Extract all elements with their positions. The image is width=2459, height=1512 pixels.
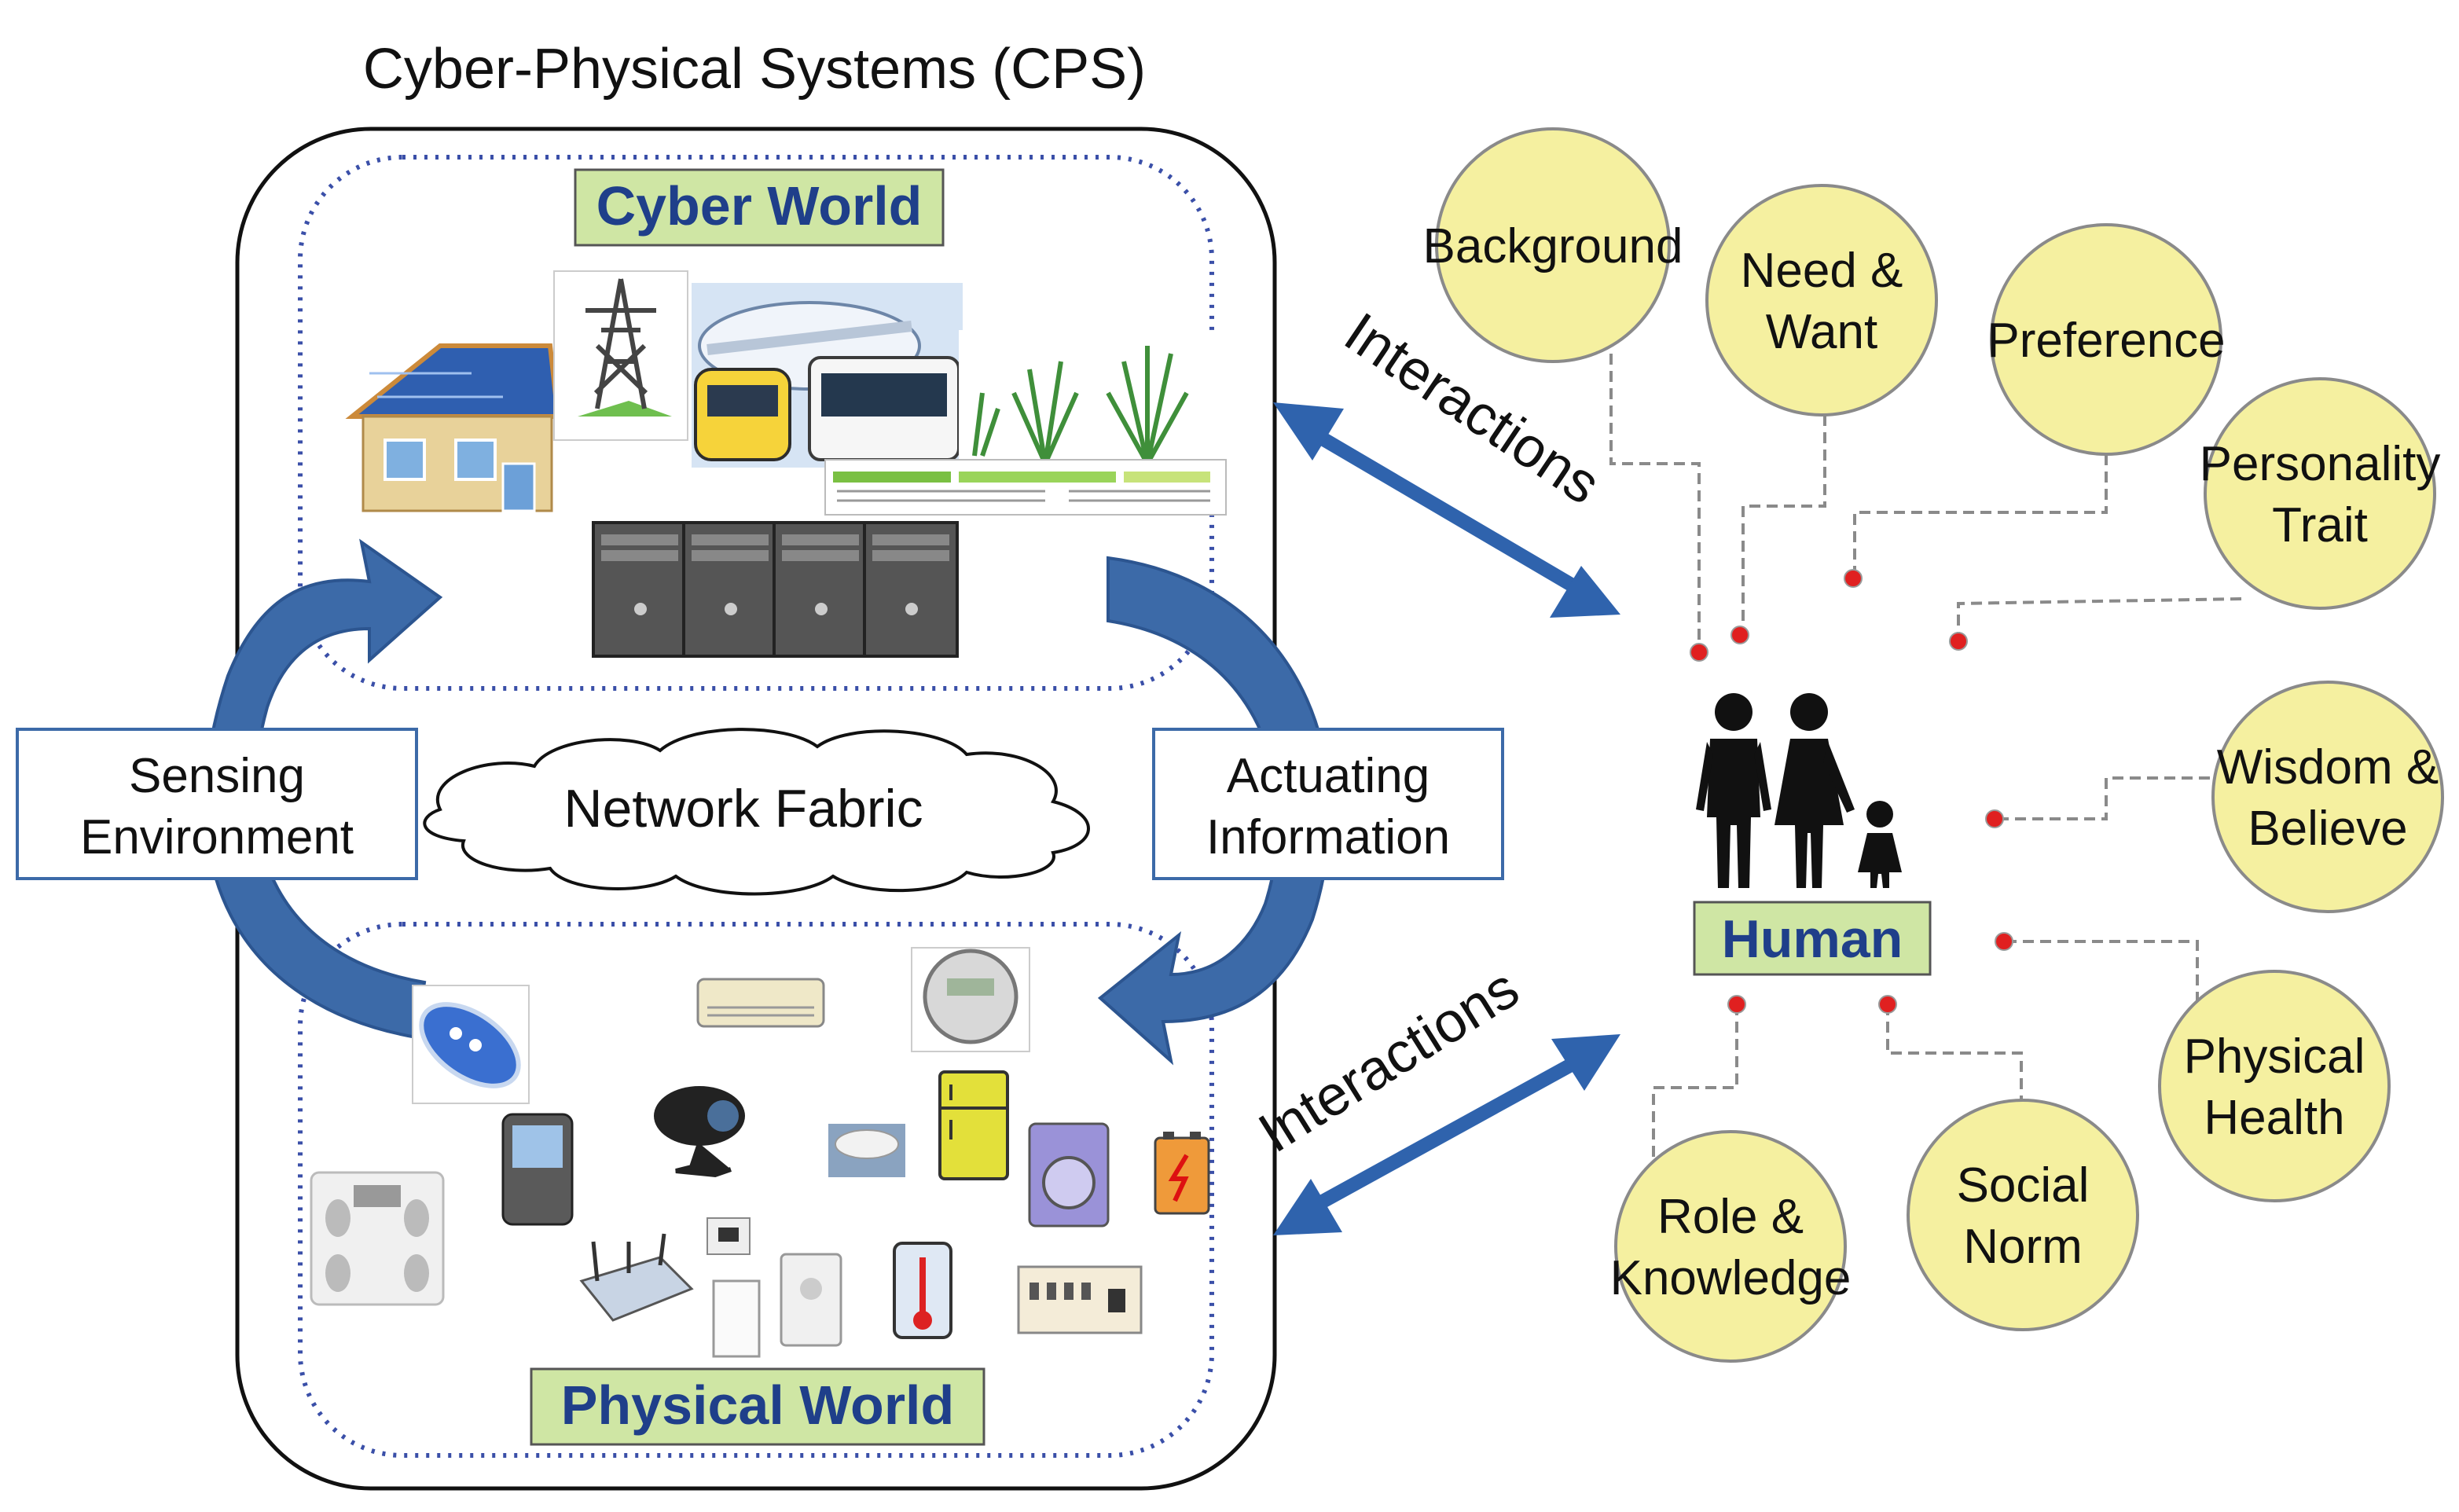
factor-label: Social <box>1957 1158 2090 1213</box>
factor-label: Wisdom & <box>2217 740 2439 795</box>
factor-label: Role & <box>1657 1190 1804 1244</box>
factor-circle <box>1435 127 1671 363</box>
factor-preference: Preference <box>1987 223 2226 456</box>
sensing-environment-box: Sensing Environment <box>16 728 418 880</box>
factor-circle <box>2204 377 2436 610</box>
sensing-line1: Sensing <box>129 749 305 803</box>
factor-need-want: Need & Want <box>1705 184 1938 417</box>
factor-label: Want <box>1766 305 1877 359</box>
webcam-icon <box>654 1086 745 1178</box>
network-fabric-text: Network Fabric <box>563 779 923 839</box>
connector-dots <box>1690 569 2013 1014</box>
cyber-world-text: Cyber World <box>596 175 923 237</box>
washer-icon <box>1028 1122 1110 1228</box>
electric-meter-icon <box>911 947 1030 1052</box>
power-tower-icon <box>553 270 688 441</box>
factor-label: Background <box>1423 219 1683 273</box>
diagram-title: Cyber-Physical Systems (CPS) <box>363 38 1146 101</box>
server-icon <box>592 521 959 658</box>
factor-label: Health <box>2204 1091 2344 1145</box>
sensing-line2: Environment <box>80 810 354 864</box>
smoke-detector-icon <box>828 1124 905 1177</box>
factor-label: Trait <box>2272 498 2368 552</box>
human-label: Human <box>1693 901 1932 976</box>
factor-circle <box>1614 1130 1847 1363</box>
factor-label: Personality <box>2200 437 2441 491</box>
interactions-bottom-label: Interactions <box>1248 956 1529 1165</box>
physical-world-region <box>298 922 1214 1458</box>
outlet-icon <box>707 1217 751 1255</box>
phone-icon <box>501 1113 574 1226</box>
physical-world-label: Physical World <box>530 1367 985 1446</box>
factor-label: Norm <box>1963 1220 2083 1274</box>
factor-label: Need & <box>1741 244 1903 298</box>
house-solar-icon <box>345 343 561 512</box>
factor-label: Physical <box>2184 1029 2365 1084</box>
network-fabric-cloud: Network Fabric <box>423 728 1090 896</box>
physical-world-text: Physical World <box>561 1374 955 1436</box>
factor-background: Background <box>1423 127 1683 363</box>
cyber-world-region <box>298 155 1214 691</box>
actuating-information-box: Actuating Information <box>1152 728 1504 880</box>
switch-panel-icon <box>1017 1265 1143 1334</box>
factor-circle <box>2211 681 2444 913</box>
interactions-top-arrow <box>1273 402 1620 618</box>
scale-icon <box>310 1171 445 1306</box>
factor-circle <box>1990 223 2222 456</box>
factor-wisdom-believe: Wisdom & Believe <box>2211 681 2444 913</box>
air-conditioner-icon <box>696 978 825 1028</box>
cyber-world-label: Cyber World <box>574 168 945 247</box>
connectors <box>1609 354 2242 1171</box>
interactions-bottom-arrow <box>1273 1034 1620 1235</box>
factor-circle <box>1705 184 1938 417</box>
factor-circle <box>2158 970 2391 1202</box>
factor-label: Knowledge <box>1610 1251 1852 1305</box>
thermostat-icon <box>893 1242 952 1339</box>
factor-label: Believe <box>2248 802 2407 856</box>
fridge-icon <box>938 1070 1009 1180</box>
human-factor-circles: Background Need & Want PreferencePersonalit… <box>1423 127 2444 1363</box>
transport-icon <box>692 283 963 468</box>
factor-circle <box>1907 1099 2139 1331</box>
human-text: Human <box>1722 909 1903 969</box>
router-icon <box>579 1233 694 1322</box>
actuating-line2: Information <box>1206 810 1450 864</box>
sensor-icon <box>712 1253 842 1358</box>
factor-label: Preference <box>1987 314 2225 368</box>
battery-icon <box>1154 1132 1210 1215</box>
data-sheet-icon <box>824 459 1227 516</box>
family-icon <box>1696 693 1902 888</box>
factor-role-knowledge: Role & Knowledge <box>1610 1130 1852 1363</box>
actuating-line1: Actuating <box>1227 749 1430 803</box>
remote-icon <box>412 985 530 1104</box>
